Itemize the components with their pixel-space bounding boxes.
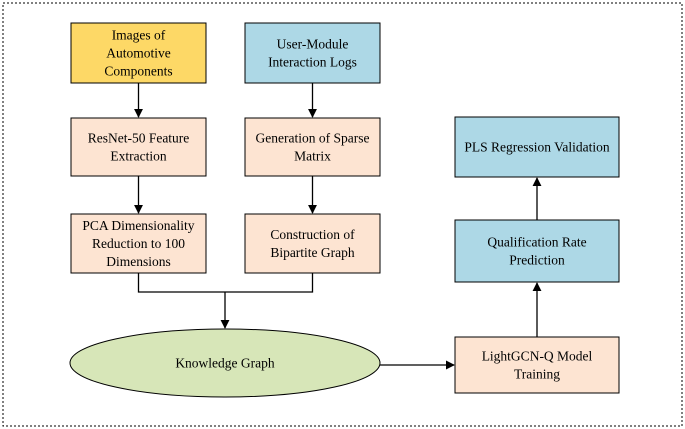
node-resnet-line-1: Extraction <box>110 149 166 164</box>
node-pls-label: PLS Regression Validation <box>464 140 610 155</box>
node-pca-line-0: PCA Dimensionality <box>82 218 194 233</box>
node-pca-line-2: Dimensions <box>106 254 171 269</box>
node-kg-ellipse <box>69 328 381 398</box>
node-lightgcn-box <box>454 336 620 394</box>
node-pls-line-0: PLS Regression Validation <box>464 140 610 155</box>
node-images-line-2: Components <box>104 64 172 79</box>
node-logs-line-1: Interaction Logs <box>268 55 357 70</box>
node-lightgcn-line-1: Training <box>514 367 560 382</box>
node-resnet-box <box>70 117 207 177</box>
node-kg-line-0: Knowledge Graph <box>175 356 275 371</box>
node-qual-line-0: Qualification Rate <box>487 235 586 250</box>
node-qual-line-1: Prediction <box>509 253 565 268</box>
node-logs-line-0: User-Module <box>277 37 349 52</box>
node-logs-box <box>244 22 381 84</box>
node-kg-label: Knowledge Graph <box>175 356 275 371</box>
node-sparse-line-1: Matrix <box>294 149 331 164</box>
node-bipartite-line-1: Bipartite Graph <box>270 245 355 260</box>
node-images-box <box>70 22 207 84</box>
node-bipartite-box <box>244 213 381 274</box>
node-images-line-1: Automotive <box>106 46 171 61</box>
node-qual-box <box>454 219 620 283</box>
node-kg: Knowledge Graph <box>69 328 381 398</box>
node-resnet-line-0: ResNet-50 Feature <box>88 131 190 146</box>
node-sparse-box <box>244 117 381 177</box>
node-bipartite: Construction of Bipartite Graph <box>244 213 381 274</box>
node-lightgcn-line-0: LightGCN-Q Model <box>482 349 593 364</box>
node-bipartite-label: Construction of Bipartite Graph <box>270 227 355 260</box>
edge-merge-bracket <box>137 273 314 293</box>
node-images-line-0: Images of <box>112 28 166 43</box>
node-pca-line-1: Reduction to 100 <box>92 236 185 251</box>
node-pls: PLS Regression Validation <box>454 116 620 178</box>
node-pls-box <box>454 116 620 178</box>
node-pca-box <box>70 213 207 274</box>
node-sparse-line-0: Generation of Sparse <box>256 131 370 146</box>
node-bipartite-line-0: Construction of <box>270 227 355 242</box>
